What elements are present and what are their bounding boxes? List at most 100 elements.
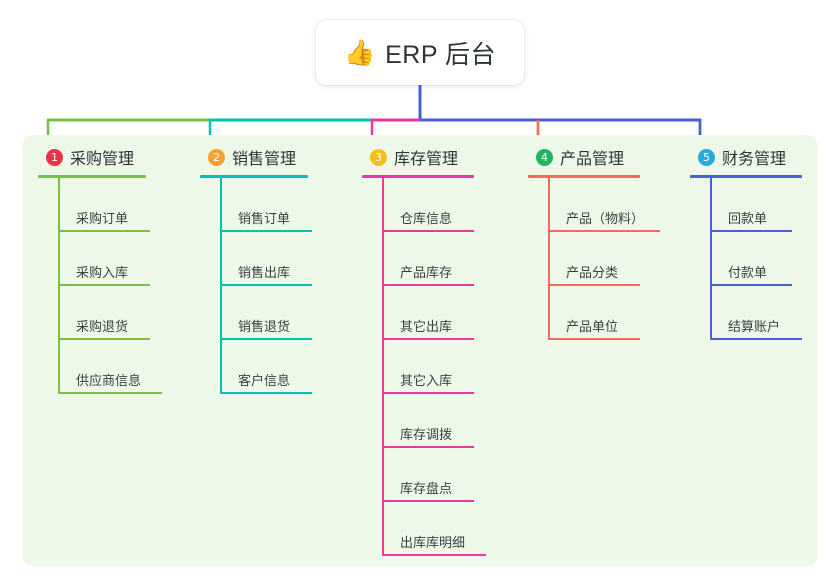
branch-item-label: 仓库信息 — [400, 211, 453, 226]
branch-column-2: 2 销售管理销售订单销售出库销售退货客户信息 — [200, 144, 312, 394]
branch-item[interactable]: 回款单 — [710, 178, 802, 232]
branch-items-1: 采购订单采购入库采购退货供应商信息 — [38, 178, 162, 394]
branch-item[interactable]: 其它入库 — [382, 340, 474, 394]
branch-item-rule — [382, 500, 474, 502]
branch-spine-3 — [382, 178, 384, 556]
branch-item-label: 销售出库 — [238, 265, 291, 280]
branch-item[interactable]: 供应商信息 — [58, 340, 162, 394]
branch-item-label: 客户信息 — [238, 373, 291, 388]
branch-badge-4: 4 — [536, 148, 553, 166]
branch-item-label: 销售订单 — [238, 211, 291, 226]
branch-title-1: 采购管理 — [70, 151, 135, 168]
branch-item-label: 付款单 — [728, 265, 768, 280]
branch-item-label: 产品分类 — [566, 265, 619, 280]
branch-spine-1 — [58, 178, 60, 394]
branch-item[interactable]: 采购订单 — [58, 178, 150, 232]
branch-spine-4 — [548, 178, 550, 340]
branch-column-3: 3 库存管理仓库信息产品库存其它出库其它入库库存调拨库存盘点出库库明细 — [362, 144, 486, 556]
branch-item-label: 库存盘点 — [400, 481, 453, 496]
branch-item[interactable]: 客户信息 — [220, 340, 312, 394]
branch-item[interactable]: 产品单位 — [548, 286, 644, 340]
branch-item-label: 产品单位 — [566, 319, 619, 334]
branch-item-label: 产品（物料） — [566, 211, 645, 226]
branch-title-5: 财务管理 — [722, 151, 787, 168]
branch-items-5: 回款单付款单结算账户 — [690, 178, 802, 340]
branch-item-label: 供应商信息 — [76, 373, 142, 388]
branch-item[interactable]: 销售退货 — [220, 286, 312, 340]
branch-item-label: 出库库明细 — [400, 535, 466, 550]
branch-spine-2 — [220, 178, 222, 394]
branch-item-rule — [382, 338, 474, 340]
branch-item[interactable]: 库存盘点 — [382, 448, 474, 502]
branch-item-rule — [220, 392, 312, 394]
branch-items-3: 仓库信息产品库存其它出库其它入库库存调拨库存盘点出库库明细 — [362, 178, 486, 556]
branch-header-5[interactable]: 5 财务管理 — [690, 144, 802, 170]
branch-item[interactable]: 出库库明细 — [382, 502, 486, 556]
branch-items-2: 销售订单销售出库销售退货客户信息 — [200, 178, 312, 394]
branch-item-rule — [58, 284, 150, 286]
branch-item[interactable]: 结算账户 — [710, 286, 802, 340]
branch-item[interactable]: 其它出库 — [382, 286, 474, 340]
branch-item-rule — [548, 338, 640, 340]
branch-title-4: 产品管理 — [560, 151, 625, 168]
branch-item-rule — [382, 230, 474, 232]
branch-item-rule — [710, 230, 792, 232]
branch-item-label: 产品库存 — [400, 265, 453, 280]
branch-item-rule — [58, 392, 162, 394]
branch-rule-2 — [200, 175, 308, 178]
branch-header-1[interactable]: 1 采购管理 — [38, 144, 146, 170]
branch-badge-2: 2 — [208, 148, 225, 166]
branch-rule-3 — [362, 175, 474, 178]
branch-item-label: 库存调拨 — [400, 427, 453, 442]
branch-item[interactable]: 采购入库 — [58, 232, 150, 286]
branch-item-rule — [548, 230, 660, 232]
branch-item[interactable]: 仓库信息 — [382, 178, 474, 232]
branch-title-2: 销售管理 — [232, 151, 297, 168]
thumbs-up-icon: 👍 — [343, 38, 376, 67]
branch-items-4: 产品（物料） 产品分类产品单位 — [528, 178, 660, 340]
branch-badge-3: 3 — [370, 148, 387, 166]
branch-item-rule — [58, 338, 150, 340]
diagram-panel — [22, 135, 818, 567]
root-title: ERP 后台 — [385, 40, 497, 69]
branch-item-rule — [382, 284, 474, 286]
branch-item[interactable]: 产品库存 — [382, 232, 474, 286]
branch-item[interactable]: 产品分类 — [548, 232, 644, 286]
branch-item[interactable]: 采购退货 — [58, 286, 150, 340]
branch-item-label: 回款单 — [728, 211, 768, 226]
branch-header-2[interactable]: 2 销售管理 — [200, 144, 308, 170]
branch-item-label: 采购退货 — [76, 319, 129, 334]
branch-item-rule — [220, 230, 312, 232]
branch-column-5: 5 财务管理回款单付款单结算账户 — [690, 144, 802, 340]
branch-item-rule — [220, 338, 312, 340]
branch-title-3: 库存管理 — [394, 151, 459, 168]
branch-item[interactable]: 付款单 — [710, 232, 802, 286]
branch-item-rule — [548, 284, 640, 286]
branch-item-rule — [710, 284, 792, 286]
branch-item[interactable]: 产品（物料） — [548, 178, 660, 232]
branch-column-4: 4 产品管理产品（物料） 产品分类产品单位 — [528, 144, 660, 340]
branch-item-label: 销售退货 — [238, 319, 291, 334]
branch-item-label: 采购入库 — [76, 265, 129, 280]
branch-item-label: 结算账户 — [728, 319, 781, 334]
branch-spine-5 — [710, 178, 712, 340]
branch-item-rule — [382, 554, 486, 556]
branch-rule-4 — [528, 175, 640, 178]
branch-item-rule — [58, 230, 150, 232]
branch-header-4[interactable]: 4 产品管理 — [528, 144, 644, 170]
root-node[interactable]: 👍 ERP 后台 — [316, 20, 524, 85]
branch-item-label: 采购订单 — [76, 211, 129, 226]
branch-rule-1 — [38, 175, 146, 178]
branch-badge-5: 5 — [698, 148, 715, 166]
branch-item-rule — [710, 338, 802, 340]
branch-rule-5 — [690, 175, 802, 178]
branch-badge-1: 1 — [46, 148, 63, 166]
branch-column-1: 1 采购管理采购订单采购入库采购退货供应商信息 — [38, 144, 162, 394]
branch-header-3[interactable]: 3 库存管理 — [362, 144, 474, 170]
branch-item[interactable]: 库存调拨 — [382, 394, 474, 448]
branch-item-label: 其它出库 — [400, 319, 453, 334]
branch-item[interactable]: 销售出库 — [220, 232, 312, 286]
branch-item-rule — [382, 392, 474, 394]
branch-item[interactable]: 销售订单 — [220, 178, 312, 232]
branch-item-rule — [220, 284, 312, 286]
